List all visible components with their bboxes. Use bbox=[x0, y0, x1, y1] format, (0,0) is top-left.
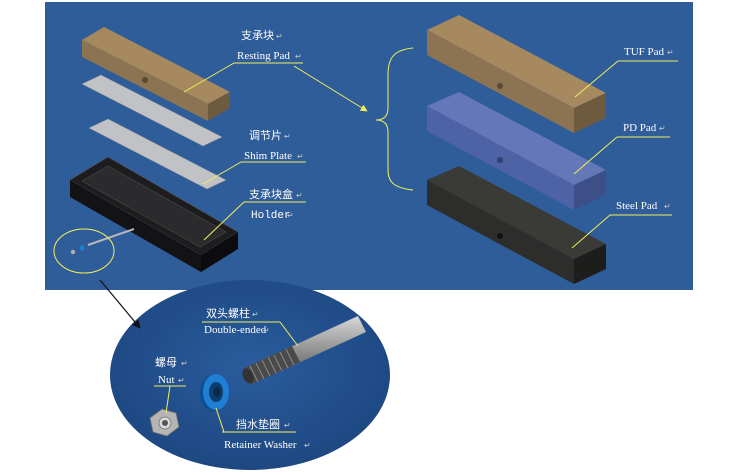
resting-pad-cn: 支承块 bbox=[241, 29, 274, 42]
steel-pad-leader bbox=[571, 214, 611, 249]
double-ended-en: Double-ended bbox=[204, 324, 267, 336]
return-mark: ↵ bbox=[263, 326, 270, 335]
shim-plate-lower bbox=[88, 118, 227, 190]
tuf-pad-label: TUF Pad bbox=[624, 46, 665, 58]
pd-pad-block bbox=[427, 92, 606, 210]
return-mark: ↵ bbox=[284, 132, 291, 141]
retainer-washer-en: Retainer Washer bbox=[224, 439, 297, 451]
holder-leader bbox=[203, 201, 245, 241]
nut-en: Nut bbox=[158, 374, 175, 386]
nut-leader bbox=[165, 385, 171, 414]
return-mark: ↵ bbox=[659, 124, 666, 133]
callout-arrow bbox=[99, 279, 141, 329]
double-ended-cn: 双头螺柱 bbox=[206, 306, 250, 320]
nut bbox=[149, 408, 180, 437]
shim-plate-leader bbox=[202, 161, 242, 185]
tuf-pad-block bbox=[427, 15, 606, 133]
double-ended-leader bbox=[279, 321, 299, 347]
resting-pad-en: Resting Pad bbox=[237, 50, 290, 62]
return-mark: ↵ bbox=[296, 191, 303, 200]
steel-pad-label: Steel Pad bbox=[616, 200, 658, 212]
callout-circle bbox=[53, 228, 115, 274]
pd-pad-label: PD Pad bbox=[623, 122, 657, 134]
shim-plate-en: Shim Plate bbox=[244, 150, 292, 162]
resting-pad-block bbox=[82, 27, 230, 121]
return-mark: ↵ bbox=[181, 359, 188, 368]
nut-small bbox=[70, 249, 76, 255]
pd-pad-leader bbox=[573, 136, 618, 175]
return-mark: ↵ bbox=[295, 52, 302, 61]
return-mark: ↵ bbox=[276, 32, 283, 41]
shim-plate-upper bbox=[81, 74, 223, 147]
holder-tray bbox=[69, 156, 239, 272]
return-mark: ↵ bbox=[287, 211, 294, 220]
pad-types-brace bbox=[375, 47, 414, 191]
return-mark: ↵ bbox=[178, 376, 185, 385]
transition-arrow bbox=[293, 65, 368, 112]
double-ended-stud bbox=[242, 316, 366, 384]
stud-assembled bbox=[87, 228, 135, 246]
return-mark: ↵ bbox=[252, 310, 259, 319]
shim-plate-cn: 调节片 bbox=[249, 129, 282, 142]
holder-en: Holder bbox=[251, 210, 291, 222]
holder-cn: 支承块盒 bbox=[249, 187, 293, 201]
washer-small bbox=[79, 245, 85, 251]
return-mark: ↵ bbox=[664, 202, 671, 211]
steel-pad-block bbox=[427, 166, 606, 284]
nut-cn: 螺母 bbox=[155, 356, 177, 369]
return-mark: ↵ bbox=[284, 421, 291, 430]
return-mark: ↵ bbox=[297, 152, 304, 161]
retainer-washer-cn: 挡水垫圈 bbox=[236, 417, 280, 431]
retainer-washer bbox=[200, 374, 229, 411]
resting-pad-leader bbox=[183, 62, 235, 93]
return-mark: ↵ bbox=[304, 441, 311, 450]
retainer-washer-leader bbox=[215, 407, 225, 433]
tuf-pad-leader bbox=[574, 60, 619, 98]
return-mark: ↵ bbox=[667, 48, 674, 57]
